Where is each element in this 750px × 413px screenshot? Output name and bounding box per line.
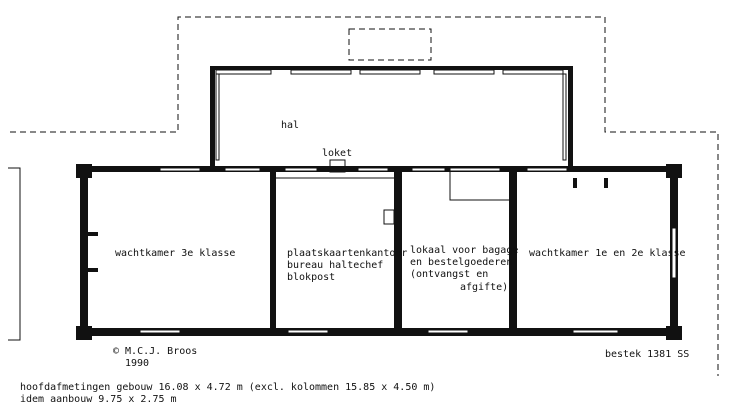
- label-lokaal-3: (ontvangst en: [410, 269, 488, 280]
- platform-outline: [348, 28, 432, 61]
- annex-hal: [210, 66, 573, 166]
- label-plaatskaarten-3: blokpost: [287, 272, 335, 283]
- label-loket: loket: [322, 148, 352, 159]
- dimensions-main: hoofdafmetingen gebouw 16.08 x 4.72 m (e…: [20, 382, 435, 393]
- label-lokaal-2: en bestelgoederen: [410, 257, 512, 268]
- left-edge-line: [8, 167, 21, 341]
- label-hal: hal: [281, 120, 299, 131]
- right-window: [671, 227, 677, 279]
- label-wachtkamer-1e2e: wachtkamer 1e en 2e klasse: [529, 248, 686, 259]
- label-wachtkamer-3e: wachtkamer 3e klasse: [115, 248, 235, 259]
- bagage-counter-line: [449, 172, 509, 201]
- bestek: bestek 1381 SS: [605, 349, 689, 360]
- label-plaatskaarten-2: bureau haltechef: [287, 260, 383, 271]
- label-plaatskaarten-1: plaatskaartenkantoor: [287, 248, 407, 259]
- copyright-year: 1990: [125, 358, 149, 369]
- loket-window: [329, 159, 346, 173]
- label-lokaal-1: lokaal voor bagage: [410, 245, 518, 256]
- label-lokaal-4: afgifte): [460, 282, 508, 293]
- door-symbol: [383, 209, 395, 225]
- copyright: © M.C.J. Broos: [113, 346, 197, 357]
- dimensions-annex: idem aanbouw 9.75 x 2.75 m: [20, 394, 177, 405]
- site-boundary: [10, 16, 719, 376]
- top-windows: [159, 167, 568, 172]
- bottom-windows: [139, 329, 619, 334]
